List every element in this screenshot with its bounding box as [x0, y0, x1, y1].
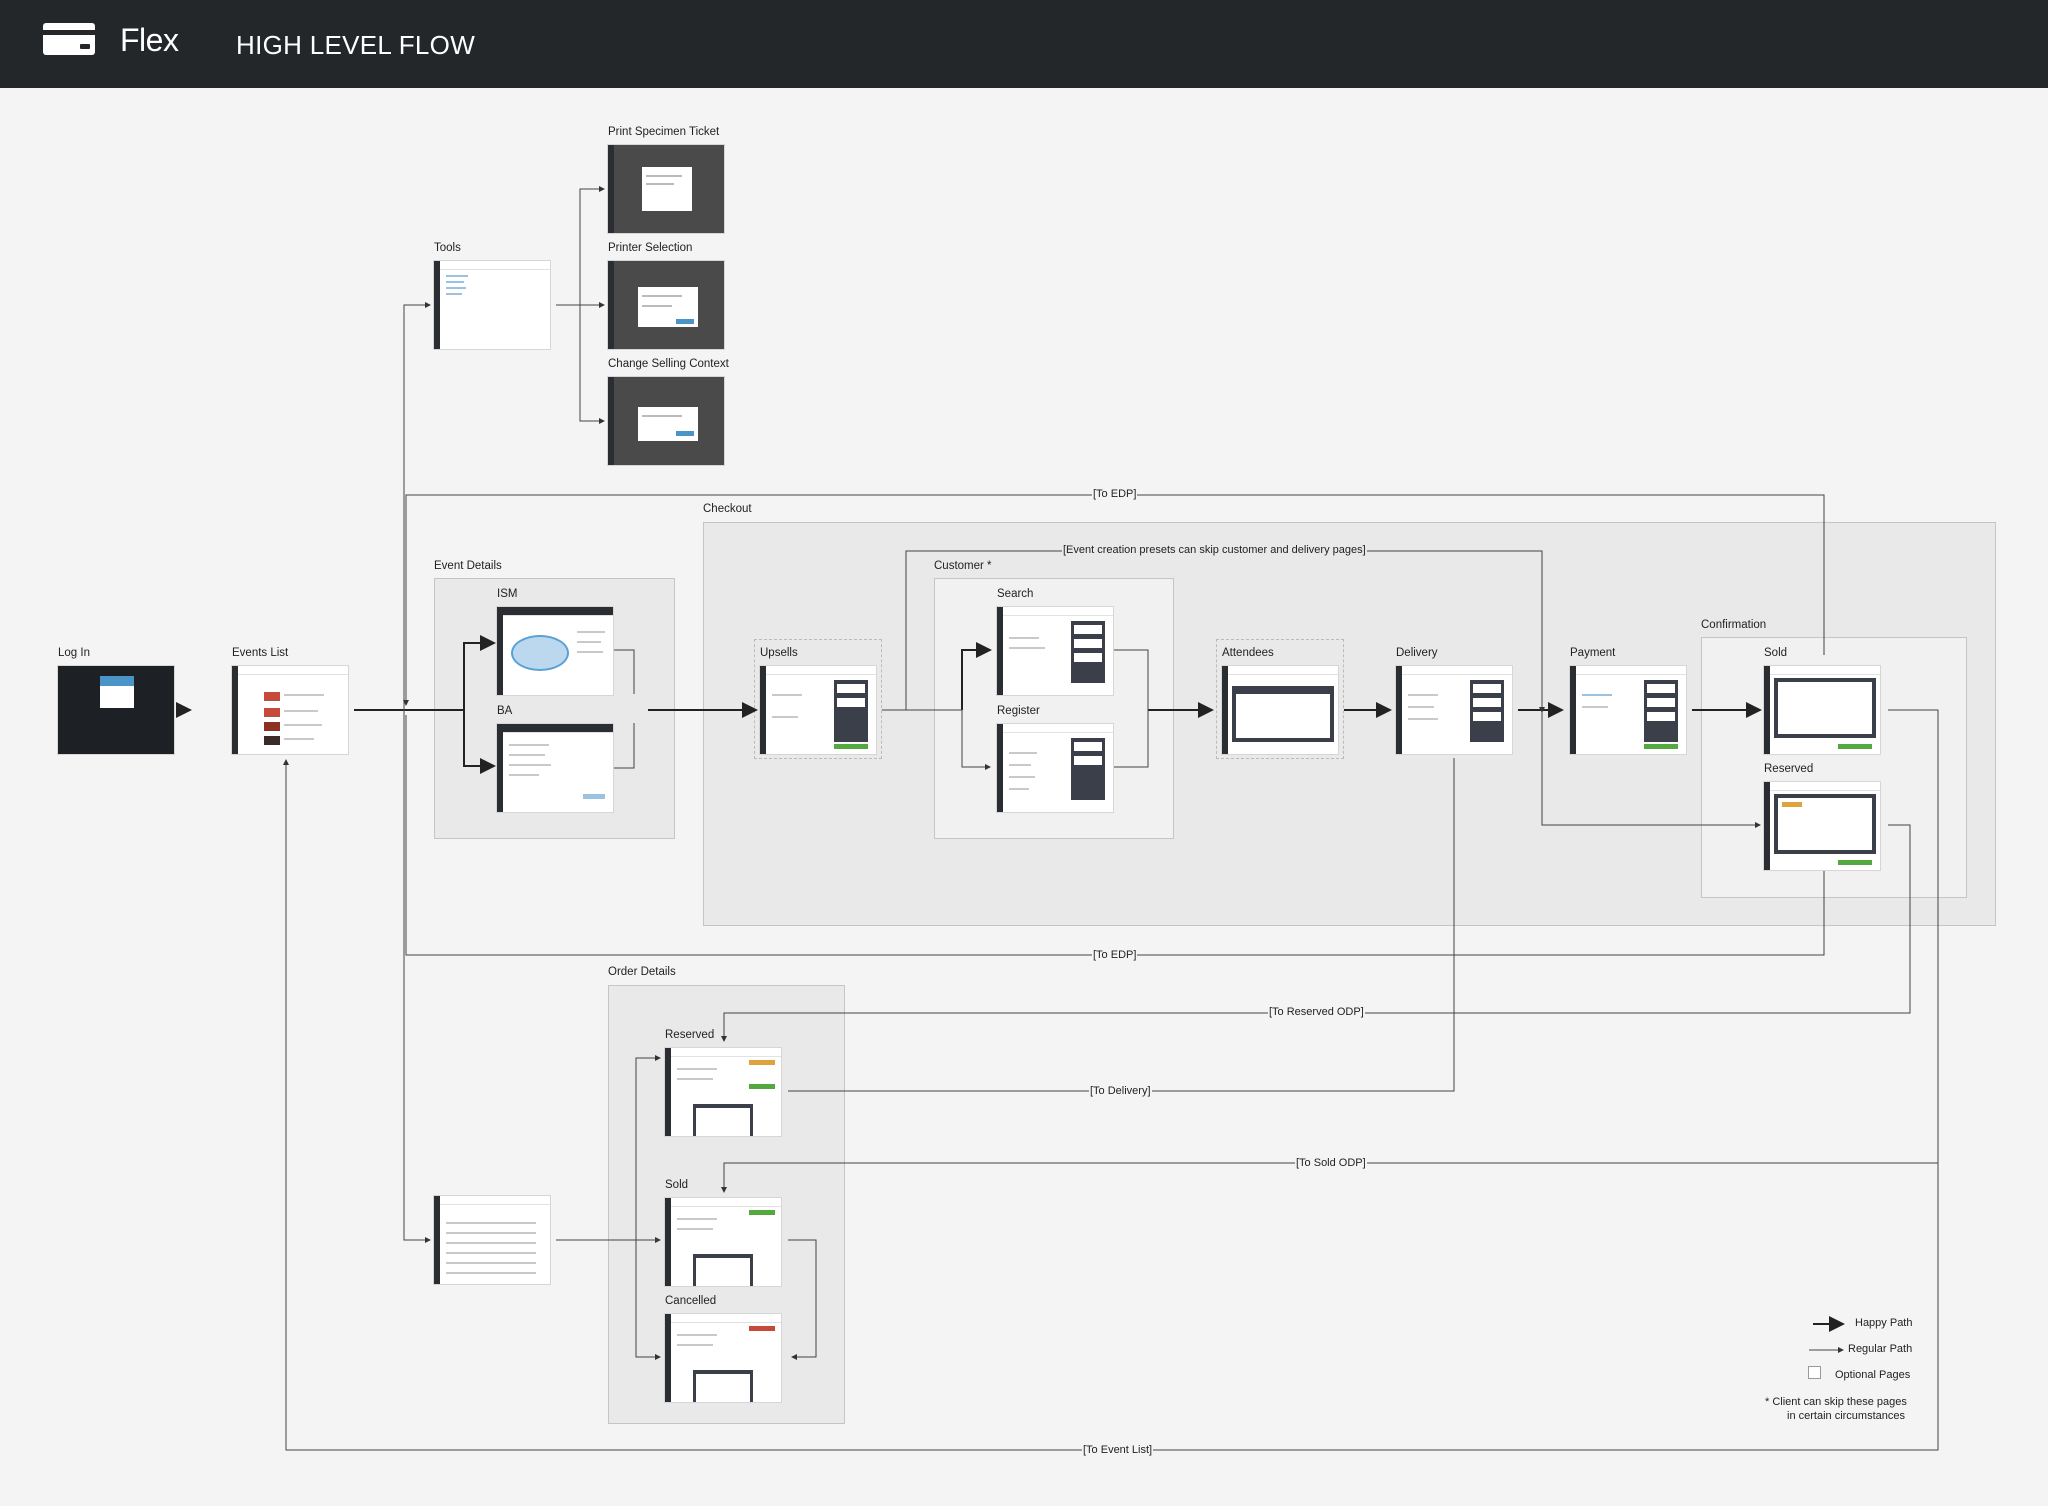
legend-footnote-line1: * Client can skip these pages [1765, 1396, 1907, 1408]
delivery-label: Delivery [1396, 647, 1438, 659]
top-bar: Flex HIGH LEVEL FLOW [0, 0, 2048, 88]
od-sold-screen-thumb[interactable] [665, 1198, 781, 1286]
seat-map [511, 635, 569, 671]
to-edp-bottom-label: [To EDP] [1092, 949, 1138, 961]
confirmation-label: Confirmation [1701, 619, 1767, 631]
conf-reserved-screen-thumb[interactable] [1764, 782, 1880, 870]
change-selling-context-label: Change Selling Context [608, 358, 729, 370]
ba-screen-thumb[interactable] [497, 724, 613, 812]
login-dialog [100, 676, 134, 708]
order-search-screen-thumb[interactable] [434, 1196, 550, 1284]
od-reserved-label: Reserved [665, 1029, 715, 1041]
events-list-screen-thumb[interactable] [232, 666, 348, 754]
attendees-modal [1232, 686, 1334, 742]
conf-sold-label: Sold [1764, 647, 1788, 659]
ism-screen-thumb[interactable] [497, 607, 613, 695]
ba-label: BA [497, 705, 513, 717]
print-specimen-screen-thumb[interactable] [608, 145, 724, 233]
upsells-label: Upsells [760, 647, 798, 659]
login-screen-thumb[interactable] [58, 666, 174, 754]
to-sold-odp-label: [To Sold ODP] [1295, 1157, 1367, 1169]
register-label: Register [997, 705, 1040, 717]
customer-label: Customer * [934, 560, 992, 572]
search-label: Search [997, 588, 1034, 600]
delivery-screen-thumb[interactable] [1396, 666, 1512, 754]
printer-selection-label: Printer Selection [608, 242, 693, 254]
legend-regular-path: Regular Path [1848, 1343, 1913, 1355]
to-delivery-label: [To Delivery] [1089, 1085, 1152, 1097]
events-list-label: Events List [232, 647, 289, 659]
order-details-label: Order Details [608, 966, 676, 978]
od-cancelled-label: Cancelled [665, 1295, 717, 1307]
attendees-label: Attendees [1222, 647, 1274, 659]
upsells-screen-thumb[interactable] [760, 666, 876, 754]
payment-screen-thumb[interactable] [1570, 666, 1686, 754]
od-reserved-screen-thumb[interactable] [665, 1048, 781, 1136]
legend-optional-pages: Optional Pages [1835, 1369, 1911, 1381]
attendees-screen-thumb[interactable] [1222, 666, 1338, 754]
login-label: Log In [58, 647, 90, 659]
change-selling-context-screen-thumb[interactable] [608, 377, 724, 465]
od-sold-label: Sold [665, 1179, 689, 1191]
conf-reserved-label: Reserved [1764, 763, 1814, 775]
ism-label: ISM [497, 588, 518, 600]
to-event-list-label: [To Event List] [1082, 1444, 1154, 1456]
register-screen-thumb[interactable] [997, 724, 1113, 812]
printer-selection-screen-thumb[interactable] [608, 261, 724, 349]
conf-sold-screen-thumb[interactable] [1764, 666, 1880, 754]
upsells-optional-frame [754, 639, 882, 759]
od-cancelled-screen-thumb[interactable] [665, 1314, 781, 1402]
to-edp-top-label: [To EDP] [1092, 488, 1138, 500]
brand-name: Flex [120, 22, 179, 58]
payment-label: Payment [1570, 647, 1616, 659]
checkout-label: Checkout [703, 503, 752, 515]
tools-label: Tools [434, 242, 461, 254]
event-details-label: Event Details [434, 560, 502, 572]
print-specimen-label: Print Specimen Ticket [608, 126, 720, 138]
tools-screen-thumb[interactable] [434, 261, 550, 349]
search-screen-thumb[interactable] [997, 607, 1113, 695]
presets-skip-label: [Event creation presets can skip custome… [1062, 544, 1367, 556]
ticket-card-icon [43, 23, 95, 55]
to-reserved-odp-label: [To Reserved ODP] [1268, 1006, 1365, 1018]
legend-happy-path: Happy Path [1855, 1317, 1913, 1329]
legend-footnote-line2: in certain circumstances [1787, 1410, 1905, 1422]
page-title: HIGH LEVEL FLOW [236, 30, 476, 60]
attendees-optional-frame [1216, 639, 1344, 759]
legend-optional-swatch [1808, 1366, 1821, 1379]
